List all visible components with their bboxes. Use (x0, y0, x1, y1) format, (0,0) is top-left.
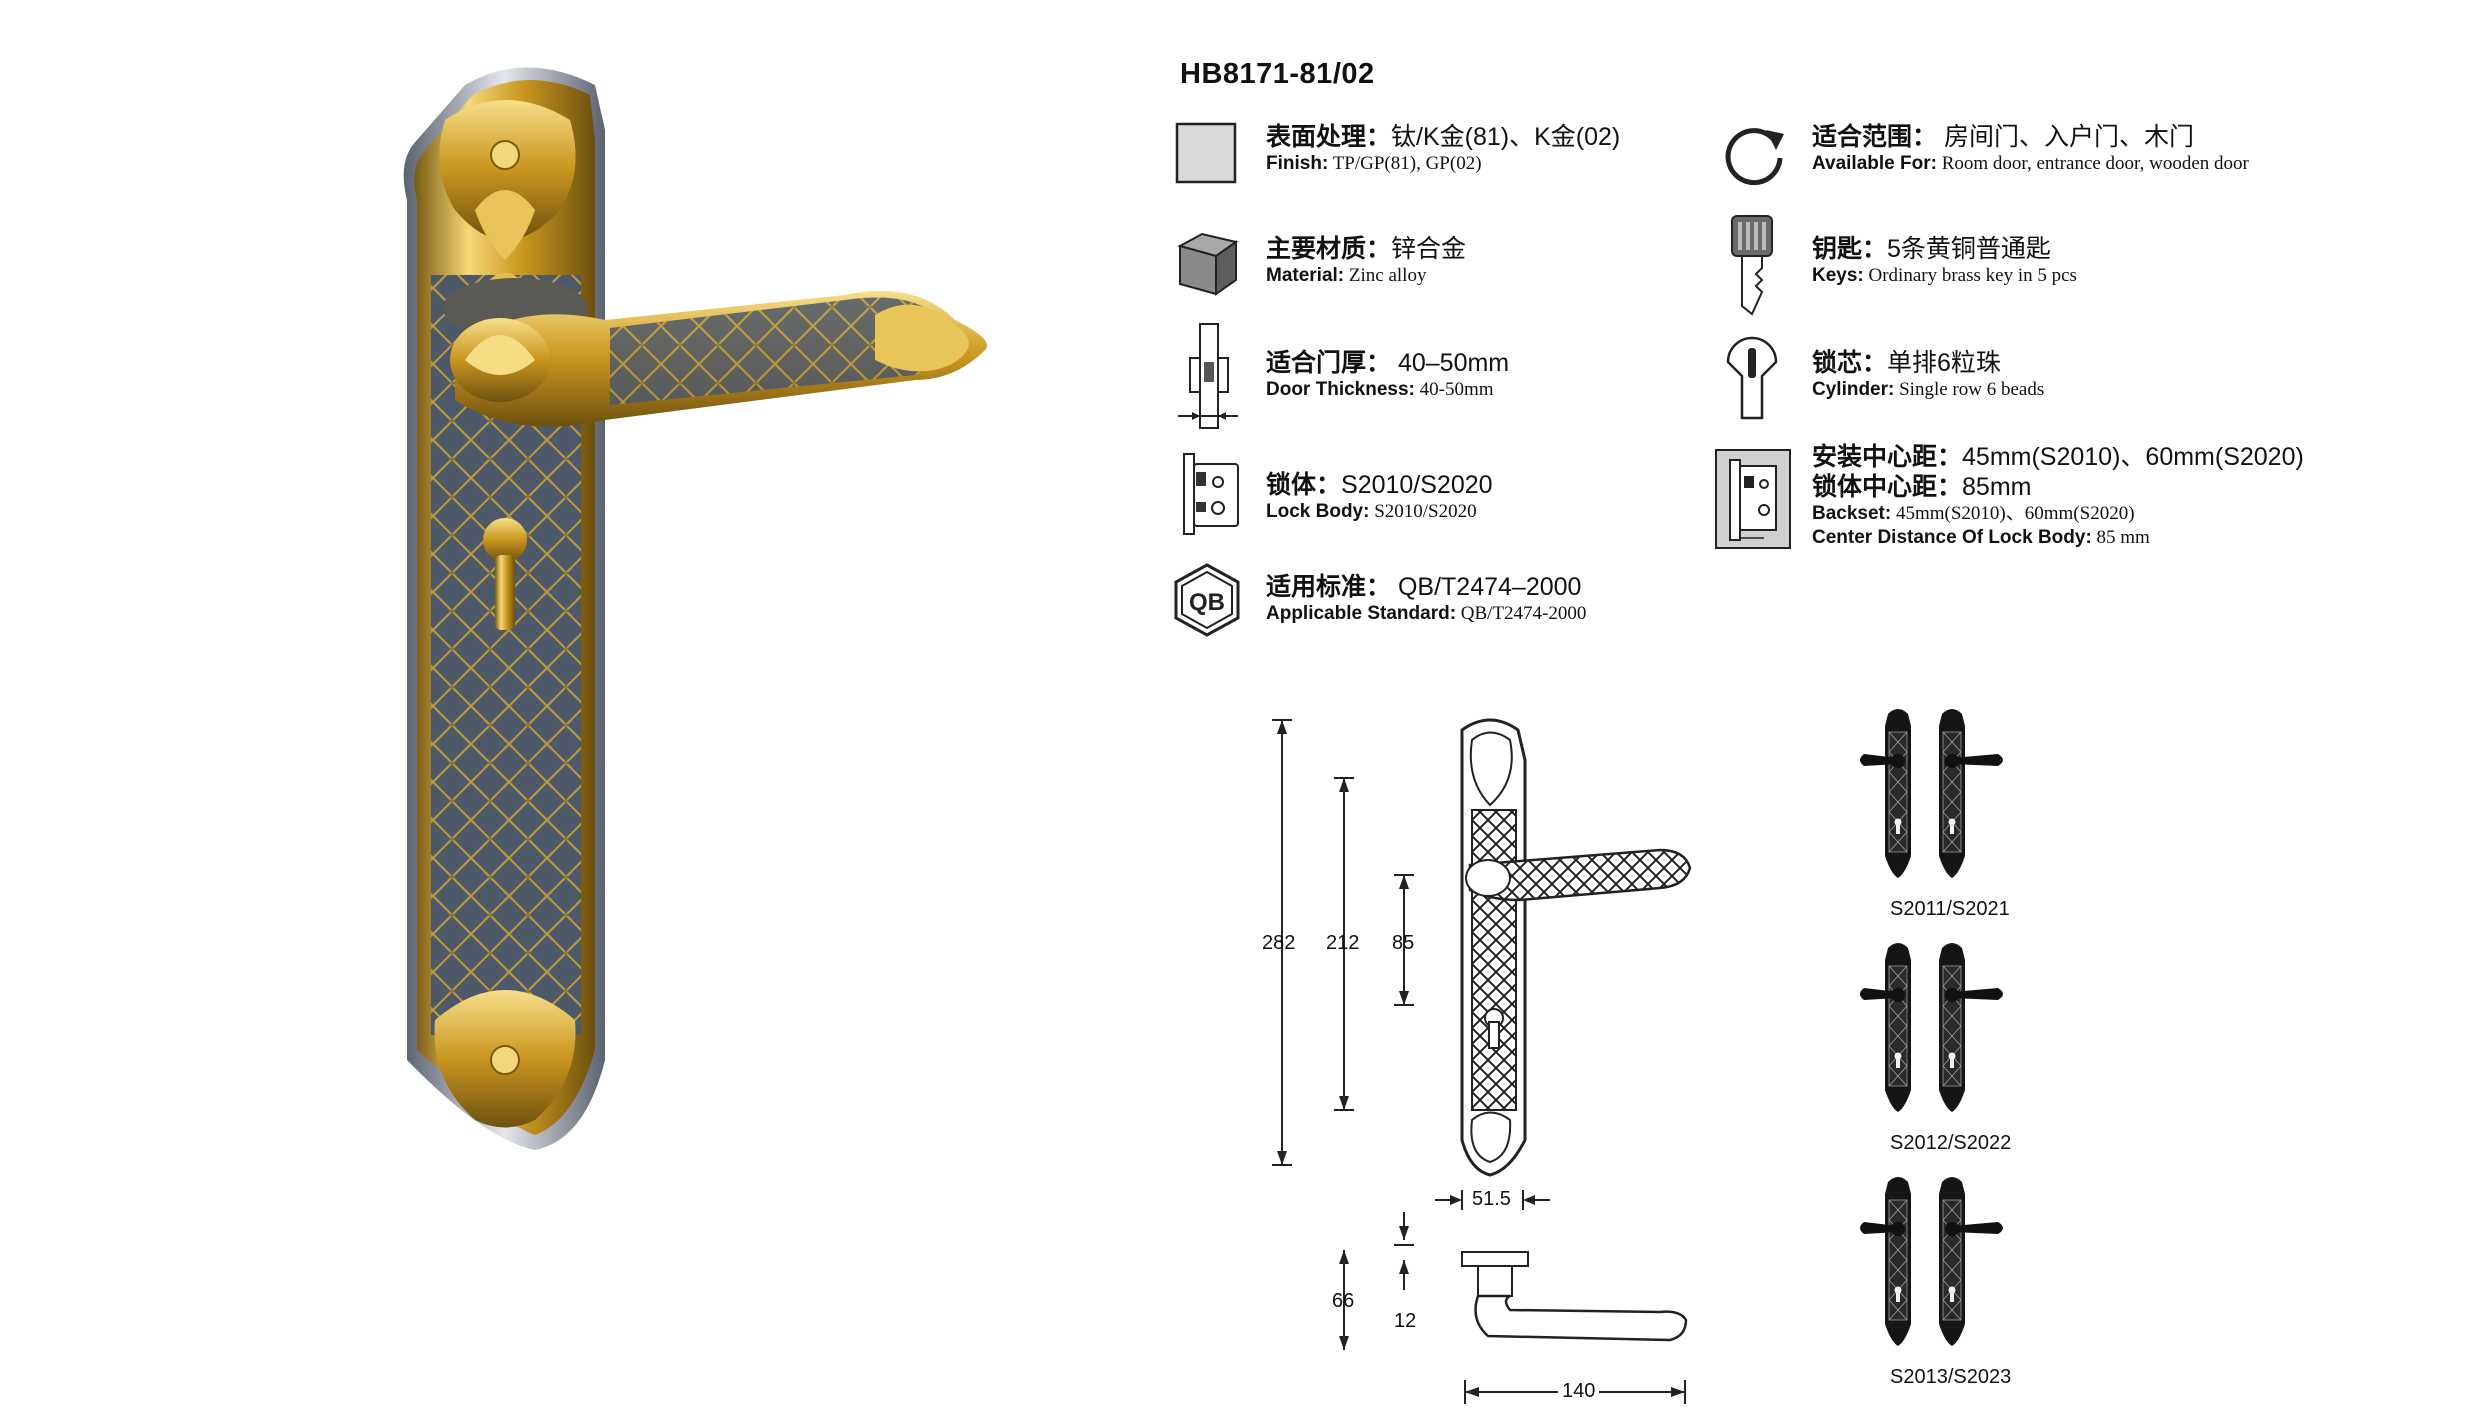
spec-value: 锌合金 (1391, 235, 1467, 263)
cylinder-icon (1722, 334, 1782, 424)
dim-mid-height: 212 (1326, 932, 1360, 954)
variant-svg (1838, 700, 2078, 1410)
key-icon (1724, 214, 1780, 318)
dimension-drawing: 282 212 85 51.5 66 12 140 (1240, 700, 1760, 1417)
variant-3-caption: S2013/S2023 (1890, 1366, 2012, 1388)
dim-rose-thickness: 12 (1394, 1310, 1417, 1332)
spec-en-value: Room door, entrance door, wooden door (1936, 153, 2249, 174)
variant-2-drawing (1860, 943, 2003, 1112)
spec-thickness: 适合门厚： 40–50mm Door Thickness: 40-50mm (1266, 348, 1509, 402)
lock-body-icon (1182, 450, 1242, 540)
finish-swatch-icon (1175, 122, 1239, 186)
spec-scope: 适合范围： 房间门、入户门、木门 Available For: Room doo… (1812, 122, 2249, 176)
spec-en-label: Material: (1266, 265, 1345, 286)
spec-en-label: Available For: (1812, 153, 1937, 174)
variant-3-drawing (1860, 1177, 2003, 1346)
spec-value: 钛/K金(81)、K金(02) (1391, 123, 1621, 151)
backset-diagram-icon (1714, 448, 1792, 550)
dim-plate-width: 51.5 (1472, 1188, 1511, 1210)
spec-en-label: Door Thickness: (1266, 379, 1415, 400)
dim-center-distance: 85 (1392, 932, 1415, 954)
spec-lockbody: 锁体：S2010/S2020 Lock Body: S2010/S2020 (1266, 470, 1493, 524)
spec-label: 表面处理： (1266, 123, 1392, 151)
spec-label: 安装中心距： (1812, 443, 1963, 471)
spec-value: 单排6粒珠 (1887, 349, 2001, 377)
cube-icon (1172, 228, 1242, 300)
door-thickness-icon (1176, 322, 1240, 432)
model-number: HB8171-81/02 (1180, 58, 1375, 90)
dim-lever-length: 140 (1558, 1380, 1600, 1403)
spec-en-label: Finish: (1266, 153, 1329, 174)
spec-material: 主要材质：锌合金 Material: Zinc alloy (1266, 234, 1466, 288)
spec-value: 房间门、入户门、木门 (1937, 123, 2194, 151)
qb-standard-badge-icon: QB (1172, 562, 1242, 638)
spec-value: S2010/S2020 (1341, 471, 1493, 499)
spec-value: 45mm(S2010)、60mm(S2020) (1962, 443, 2304, 471)
dim-projection: 66 (1332, 1290, 1355, 1312)
spec-en-value: 40-50mm (1414, 379, 1494, 400)
spec-en-value: 85 mm (2091, 527, 2150, 548)
spec-cylinder: 锁芯：单排6粒珠 Cylinder: Single row 6 beads (1812, 348, 2044, 402)
spec-en-label: Cylinder: (1812, 379, 1895, 400)
variant-2-caption: S2012/S2022 (1890, 1132, 2012, 1154)
spec-en-label: Lock Body: (1266, 501, 1370, 522)
spec-en-value: Zinc alloy (1344, 265, 1427, 286)
spec-value: 85mm (1962, 473, 2032, 501)
spec-en-value: TP/GP(81), GP(02) (1328, 153, 1482, 174)
spec-value: QB/T2474–2000 (1391, 573, 1582, 601)
spec-label: 锁体： (1266, 471, 1342, 499)
spec-en-value: S2010/S2020 (1369, 501, 1477, 522)
spec-value: 40–50mm (1391, 349, 1510, 377)
spec-label: 主要材质： (1266, 235, 1392, 263)
rotate-arrow-icon (1718, 118, 1790, 190)
spec-label: 适合门厚： (1266, 349, 1392, 377)
spec-finish: 表面处理：钛/K金(81)、K金(02) Finish: TP/GP(81), … (1266, 122, 1620, 176)
spec-en-label: Applicable Standard: (1266, 603, 1457, 624)
spec-label: 锁芯： (1812, 349, 1888, 377)
variant-1-caption: S2011/S2021 (1890, 898, 2010, 920)
spec-en-value: Single row 6 beads (1894, 379, 2045, 400)
spec-en-label: Keys: (1812, 265, 1864, 286)
spec-standard: 适用标准： QB/T2474–2000 Applicable Standard:… (1266, 572, 1586, 626)
spec-value: 5条黄铜普通匙 (1887, 235, 2051, 263)
spec-en-label: Backset: (1812, 503, 1892, 524)
spec-label: 锁体中心距： (1812, 473, 1963, 501)
spec-en-label: Center Distance Of Lock Body: (1812, 527, 2092, 548)
product-photo (395, 60, 995, 1160)
spec-en-value: 45mm(S2010)、60mm(S2020) (1891, 503, 2135, 524)
spec-label: 适用标准： (1266, 573, 1392, 601)
spec-label: 适合范围： (1812, 123, 1938, 151)
dim-total-height: 282 (1262, 932, 1296, 954)
variant-panel: S2011/S2021 S2012/S2022 S2013/S2023 (1838, 700, 2078, 1410)
spec-keys: 钥匙：5条黄铜普通匙 Keys: Ordinary brass key in 5… (1812, 234, 2077, 288)
spec-en-value: Ordinary brass key in 5 pcs (1863, 265, 2077, 286)
spec-label: 钥匙： (1812, 235, 1888, 263)
spec-en-value: QB/T2474-2000 (1456, 603, 1587, 624)
variant-1-drawing (1860, 709, 2003, 878)
spec-backset: 安装中心距：45mm(S2010)、60mm(S2020) 锁体中心距：85mm… (1812, 442, 2304, 550)
qb-badge-text: QB (1189, 589, 1225, 616)
